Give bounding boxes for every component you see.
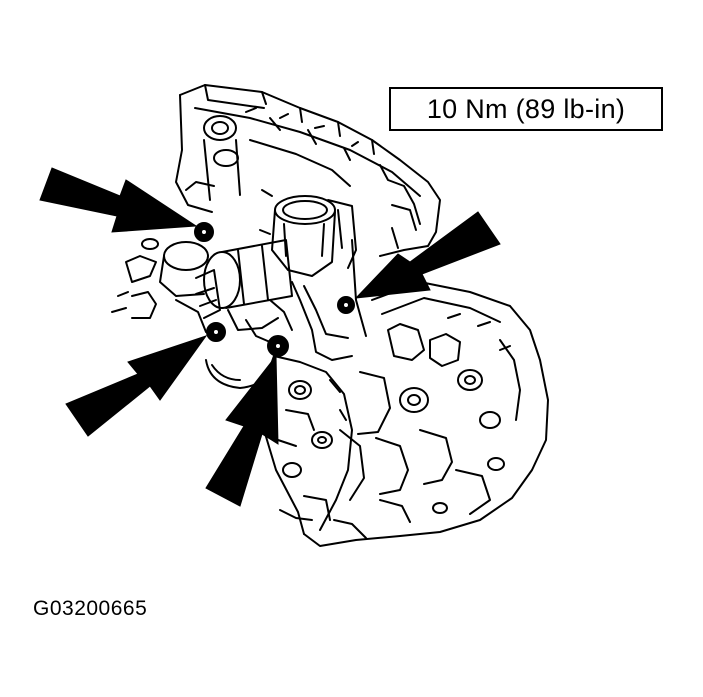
coolant-pipe bbox=[245, 239, 367, 361]
cylinder-head-outline bbox=[175, 84, 441, 257]
bolt-upper-left bbox=[194, 222, 214, 242]
lower-housing bbox=[261, 355, 367, 539]
bolt-lower-center bbox=[267, 335, 289, 357]
arrow-upper-left bbox=[39, 167, 198, 233]
lower-engine-block bbox=[303, 281, 549, 547]
bolt-lower-left bbox=[206, 322, 226, 342]
arrow-lower-center bbox=[205, 354, 279, 507]
arrow-lower-left bbox=[65, 335, 208, 437]
thermostat-housing bbox=[259, 189, 357, 277]
water-pump-body bbox=[111, 238, 293, 389]
arrow-right bbox=[354, 211, 501, 299]
torque-spec-callout: 10 Nm (89 lb-in) bbox=[389, 87, 663, 131]
figure-id-label: G03200665 bbox=[33, 597, 148, 620]
bolt-right bbox=[337, 296, 355, 314]
